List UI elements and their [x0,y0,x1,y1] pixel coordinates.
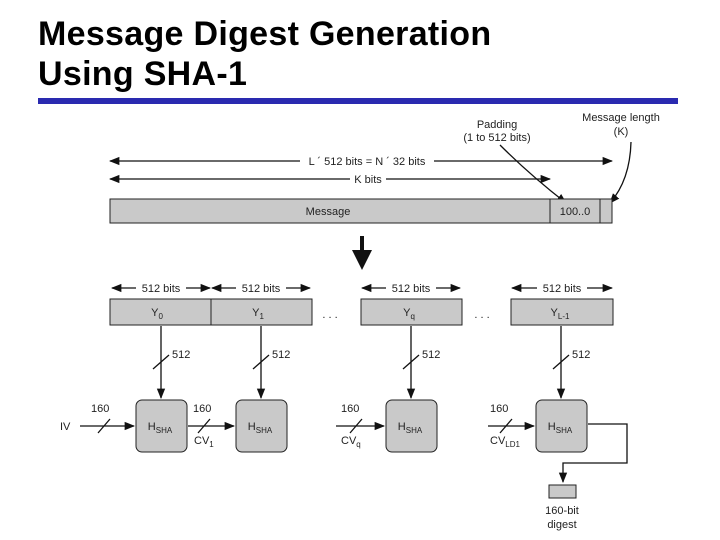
compression-box-q: HSHA [385,399,438,453]
padding-pointer-arrow [499,144,567,204]
svg-text:512: 512 [172,349,190,361]
compression-box-1: HSHA [235,399,288,453]
ellipsis-2: . . . [474,309,489,321]
title-line-1: Message Digest Generation [38,15,492,53]
block-span-label-0: 512 bits [142,283,181,295]
title-rule [38,98,678,104]
block-yl [510,298,614,326]
svg-text:160: 160 [490,403,508,415]
svg-text:HSHA: HSHA [248,421,273,435]
block-span-label-l: 512 bits [543,283,582,295]
svg-text:HSHA: HSHA [548,421,573,435]
svg-text:HSHA: HSHA [398,421,423,435]
block-span-label-1: 512 bits [242,283,281,295]
svg-text:IV: IV [60,421,71,433]
input-arrow-l: 512 [552,326,590,400]
svg-text:512: 512 [572,349,590,361]
iv-arrow: IV 160 [60,403,136,434]
cv1-arrow: 160 CV1 [188,403,236,449]
input-arrow-q: 512 [402,326,440,400]
k-bits-label: K bits [354,174,382,186]
digest-label-2: digest [547,519,576,531]
padding-field [549,198,601,224]
svg-text:HSHA: HSHA [148,421,173,435]
length-pointer-arrow [609,141,632,204]
cvq-arrow: 160 CVq [336,403,386,449]
block-yl-label: YL-1 [551,307,570,321]
ellipsis-1: . . . [322,309,337,321]
svg-text:160: 160 [91,403,109,415]
cvl-arrow: 160 CVLD1 [488,403,536,449]
block-y1-label: Y1 [252,307,264,321]
block-yq-label: Yq [403,307,415,321]
block-y0 [109,298,212,326]
total-length-label: L ´ 512 bits = N ´ 32 bits [309,156,426,168]
svg-text:CV1: CV1 [194,435,214,449]
message-bar [109,198,551,224]
message-label: Message [306,206,351,218]
compression-box-l: HSHA [535,399,588,453]
svg-text:160: 160 [341,403,359,415]
input-arrow-1: 512 [252,326,290,400]
padding-label: Padding [477,119,517,131]
input-arrow-0: 512 [152,326,190,400]
digest-label-1: 160-bit [545,505,579,517]
message-length-label: Message length [582,112,660,124]
svg-text:512: 512 [422,349,440,361]
length-field [599,198,613,224]
svg-text:CVLD1: CVLD1 [490,435,521,449]
block-y1 [210,298,313,326]
svg-text:CVq: CVq [341,435,361,449]
digest-box [548,484,577,499]
title-line-2: Using SHA-1 [38,55,248,93]
message-length-k-label: (K) [614,126,629,138]
output-arrow [558,423,628,484]
compression-box-0: HSHA [135,399,188,453]
block-span-label-q: 512 bits [392,283,431,295]
svg-text:512: 512 [272,349,290,361]
padding-value: 100..0 [560,206,591,218]
block-y0-label: Y0 [151,307,163,321]
svg-text:160: 160 [193,403,211,415]
block-yq [360,298,463,326]
padding-range-label: (1 to 512 bits) [463,132,530,144]
